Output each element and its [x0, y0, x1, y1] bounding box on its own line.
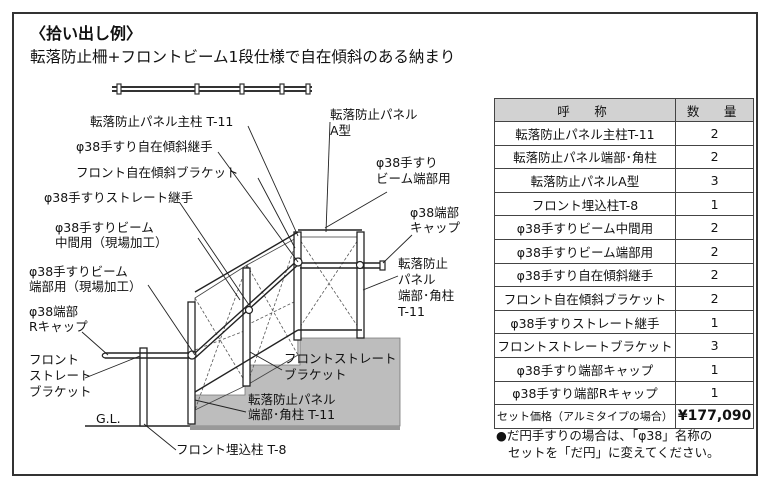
row-name: フロント自在傾斜ブラケット [494, 286, 676, 311]
posts [139, 231, 365, 427]
label-end-cap-2: キャップ [410, 220, 461, 235]
label-right-post-3: 端部･角柱 [398, 288, 455, 303]
row-name: φ38手すりビーム中間用 [494, 215, 676, 240]
row-qty: 2 [674, 286, 755, 311]
label-panel-a-2: A型 [330, 123, 352, 138]
label-straight-bracket-2: ブラケット [284, 367, 347, 382]
row-name: φ38手すり端部キャップ [494, 356, 676, 382]
label-beam-end-top-1: φ38手すり [376, 155, 438, 170]
note-line-1: ●だ円手すりの場合は、「φ38」名称の [496, 428, 713, 443]
header-qty: 数 量 [674, 98, 755, 122]
label-r-cap-1: φ38端部 [29, 304, 79, 319]
row-name: 転落防止パネル端部･角柱 [494, 144, 676, 170]
row-qty: 2 [674, 238, 755, 264]
label-beam-mid-1: φ38手すりビーム [55, 220, 154, 235]
label-left-post-2: 端部･角柱 T-11 [248, 407, 336, 422]
label-right-post-2: パネル [398, 272, 436, 287]
label-beam-end-1: φ38手すりビーム [29, 264, 128, 279]
row-qty: 2 [674, 144, 755, 170]
row-qty: 3 [674, 168, 755, 193]
row-qty: 1 [674, 380, 755, 406]
label-end-cap-1: φ38端部 [410, 205, 460, 220]
label-main-post: 転落防止パネル主柱 T-11 [90, 114, 234, 129]
label-front-bracket-1: フロント [29, 352, 80, 367]
header-name: 呼 称 [494, 98, 676, 122]
label-straight-bracket-1: フロントストレート [284, 351, 397, 366]
row-qty: 1 [674, 191, 755, 217]
label-beam-end-top-2: ビーム端部用 [376, 171, 451, 186]
row-qty: 2 [674, 215, 755, 240]
stair-steps [189, 337, 401, 430]
label-right-post-1: 転落防止 [398, 256, 449, 271]
row-name: φ38手すり端部Rキャップ [494, 380, 676, 406]
rail-plan-view [112, 83, 312, 95]
row-name: φ38手すり自在傾斜継手 [494, 262, 676, 288]
figure-title: 〈拾い出し例〉 [30, 24, 143, 43]
row-name: φ38手すりビーム端部用 [494, 238, 676, 264]
label-beam-mid-2: 中間用（現場加工） [55, 235, 168, 250]
label-beam-end-2: 端部用（現場加工） [29, 279, 142, 294]
label-front-bracket-2: ストレート [29, 368, 92, 383]
label-right-post-4: T-11 [398, 304, 425, 319]
row-name: フロントストレートブラケット [494, 333, 676, 358]
row-name: 転落防止パネル主柱T-11 [494, 121, 676, 146]
row-name: フロント埋込柱T-8 [494, 191, 676, 217]
label-panel-a-1: 転落防止パネル [330, 107, 418, 122]
beams [105, 229, 380, 393]
note-line-2: セットを「だ円」に変えてください。 [508, 445, 720, 460]
label-straight-joint: φ38手すりストレート継手 [44, 190, 194, 205]
total-label: セット価格（アルミタイプの場合） [494, 404, 676, 429]
row-qty: 1 [674, 356, 755, 382]
label-tilt-bracket: フロント自在傾斜ブラケット [76, 165, 239, 180]
label-left-post-1: 転落防止パネル [248, 392, 336, 407]
row-qty: 2 [674, 121, 755, 146]
label-r-cap-2: Rキャップ [29, 319, 88, 334]
note: ●だ円手すりの場合は、「φ38」名称の セットを「だ円」に変えてください。 [496, 427, 720, 461]
row-name: 転落防止パネルA型 [494, 168, 676, 193]
row-qty: 3 [674, 333, 755, 358]
leader-lines [81, 121, 413, 451]
table-total-row: セット価格（アルミタイプの場合）¥177,090 [494, 404, 755, 429]
total-price: ¥177,090 [674, 404, 755, 429]
label-ground-level: G.L. [96, 411, 121, 426]
label-front-bracket-3: ブラケット [29, 384, 92, 399]
figure-subtitle: 転落防止柵+フロントビーム1段仕様で自在傾斜のある納まり [30, 48, 456, 66]
label-tilt-joint: φ38手すり自在傾斜継手 [76, 139, 213, 154]
label-buried-post: フロント埋込柱 T-8 [176, 442, 287, 457]
row-name: φ38手すりストレート継手 [494, 309, 676, 335]
row-qty: 1 [674, 309, 755, 335]
table-header-row: 呼 称 数 量 [494, 98, 755, 122]
row-qty: 2 [674, 262, 755, 288]
